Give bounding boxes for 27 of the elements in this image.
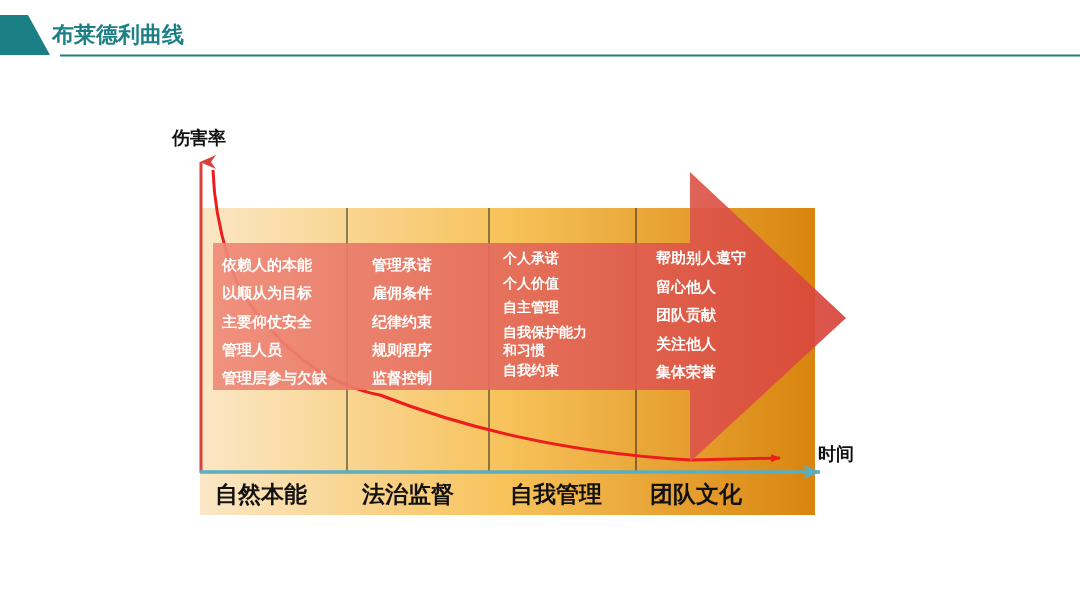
list-item: 纪律约束 bbox=[372, 312, 433, 332]
list-item: 管理承诺 bbox=[372, 256, 433, 275]
list-item: 监督控制 bbox=[372, 369, 433, 389]
stage-label: 自我管理 bbox=[510, 480, 602, 509]
list-item: 自我保护能力和习惯 bbox=[503, 322, 588, 359]
list-item: 团队贡献 bbox=[656, 306, 717, 325]
list-item: 雇佣条件 bbox=[372, 284, 433, 304]
list-item: 管理层参与欠缺 bbox=[222, 369, 328, 389]
axis-label: 时间 bbox=[818, 442, 854, 466]
list-item: 个人承诺 bbox=[503, 249, 560, 267]
list-item: 自我约束 bbox=[503, 361, 560, 379]
stage-label: 法治监督 bbox=[362, 480, 454, 509]
list-item: 集体荣誉 bbox=[656, 363, 717, 382]
list-item: 依赖人的本能 bbox=[222, 256, 313, 275]
list-item: 管理人员 bbox=[222, 340, 283, 360]
stage-label: 团队文化 bbox=[650, 480, 742, 509]
list-item: 帮助别人遵守 bbox=[656, 249, 747, 268]
axis-label: 伤害率 bbox=[172, 126, 226, 150]
list-item: 留心他人 bbox=[656, 277, 717, 297]
list-item: 以顺从为目标 bbox=[222, 284, 313, 304]
list-item: 个人价值 bbox=[503, 273, 560, 292]
list-item: 主要仰仗安全 bbox=[222, 312, 313, 332]
stage-label: 自然本能 bbox=[215, 480, 307, 509]
list-item: 规则程序 bbox=[372, 340, 433, 360]
list-item: 关注他人 bbox=[656, 334, 717, 354]
title: 布莱德利曲线 bbox=[52, 21, 184, 49]
list-item: 自主管理 bbox=[503, 298, 560, 316]
